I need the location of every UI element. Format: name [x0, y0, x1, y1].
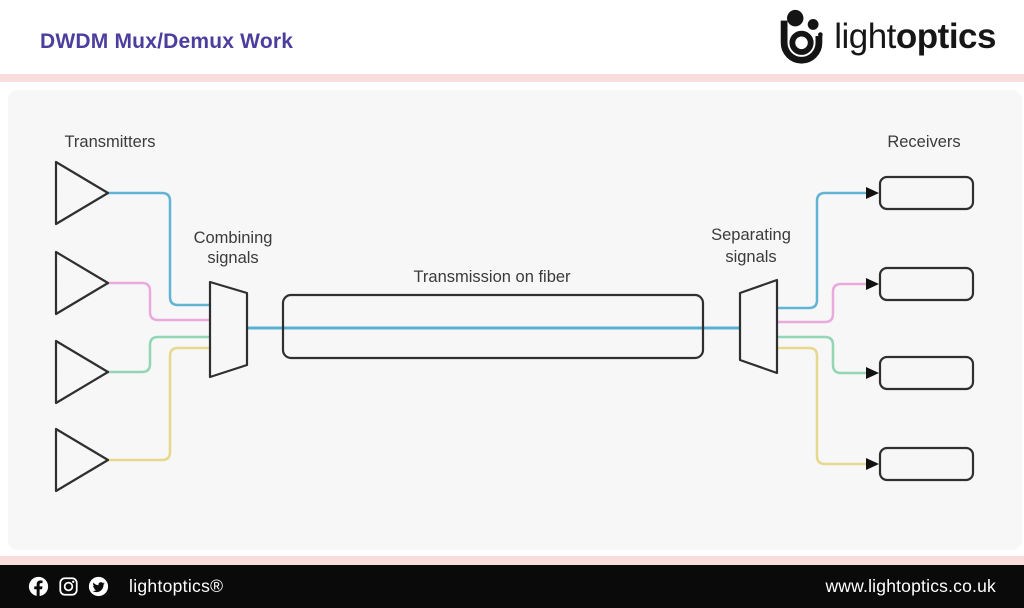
- page-title: DWDM Mux/Demux Work: [40, 30, 294, 53]
- logo-word-light: light: [834, 17, 896, 56]
- instagram-icon[interactable]: [58, 576, 79, 597]
- combining-signals-label-line2: signals: [207, 249, 258, 267]
- header-divider: [0, 74, 1024, 82]
- wire-tx-channel-3: [108, 335, 210, 374]
- wire-tx-channel-1: [108, 191, 210, 307]
- header: DWDM Mux/Demux Work lightoptics: [0, 0, 1024, 74]
- wire-rx-channel-4: [777, 346, 866, 466]
- footer-left: lightoptics®: [28, 576, 223, 597]
- transmitter-4: [54, 427, 110, 493]
- dwdm-diagram: Transmitters Receivers Combining signals…: [54, 133, 975, 493]
- receiver-4: [878, 446, 975, 482]
- wire-tx-channel-2: [108, 281, 210, 322]
- footer-brand-text: lightoptics®: [129, 576, 224, 596]
- wire-rx-channel-1: [777, 191, 866, 310]
- fiber-label: Transmission on fiber: [413, 268, 571, 286]
- footer: lightoptics® www.lightoptics.co.uk: [0, 565, 1024, 608]
- footer-website-text: www.lightoptics.co.uk: [825, 576, 996, 596]
- logo-word-bold: optics: [895, 17, 997, 56]
- mux-combiner: [208, 280, 249, 379]
- transmitters-label: Transmitters: [64, 133, 155, 151]
- separating-signals-label-line1: Separating: [711, 226, 791, 244]
- logo-text: lightoptics: [834, 17, 996, 57]
- demux-separator: [738, 278, 779, 375]
- transmitter-2: [54, 250, 110, 316]
- wire-rx-channel-3: [777, 335, 866, 375]
- lightoptics-logo-icon: [780, 9, 823, 64]
- arrowhead-receiver-3: [866, 367, 879, 379]
- facebook-icon[interactable]: [28, 576, 49, 597]
- arrowhead-receiver-2: [866, 278, 879, 290]
- wire-tx-channel-4: [108, 346, 210, 462]
- receivers-label: Receivers: [887, 133, 960, 151]
- arrowhead-receiver-4: [866, 458, 879, 470]
- receiver-1: [878, 175, 975, 211]
- transmitter-1: [54, 160, 110, 226]
- combining-signals-label-line1: Combining: [194, 229, 273, 247]
- separating-signals-label-line2: signals: [725, 248, 776, 266]
- footer-divider: [0, 556, 1024, 565]
- receiver-3: [878, 355, 975, 391]
- transmitter-3: [54, 339, 110, 405]
- wire-rx-channel-2: [777, 282, 866, 324]
- twitter-icon[interactable]: [88, 576, 109, 597]
- lightoptics-logo: lightoptics: [774, 6, 997, 68]
- diagram-panel: Transmitters Receivers Combining signals…: [8, 90, 1022, 550]
- receiver-2: [878, 266, 975, 302]
- fiber-box: [281, 293, 705, 360]
- arrowhead-receiver-1: [866, 187, 879, 199]
